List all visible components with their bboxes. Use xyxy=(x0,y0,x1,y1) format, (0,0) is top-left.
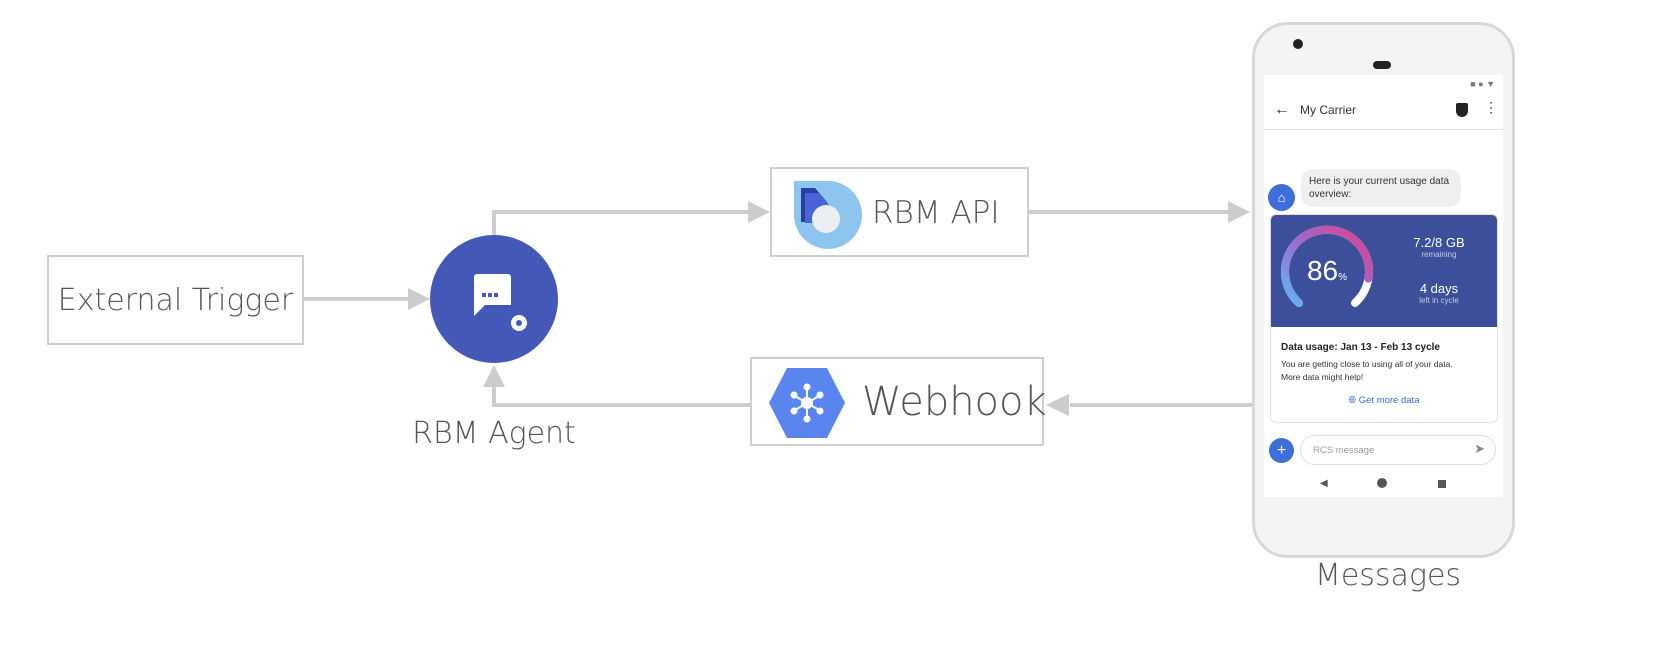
status-bar-icons: ■ ● ▼ xyxy=(1470,79,1495,89)
rich-card[interactable]: 86% 7.2/8 GB remaining 4 days left in cy… xyxy=(1270,214,1498,423)
card-text-1: You are getting close to using all of yo… xyxy=(1281,359,1453,369)
speaker xyxy=(1373,61,1391,69)
attach-plus-button[interactable]: + xyxy=(1269,438,1294,463)
rbm-agent-label: RBM Agent xyxy=(412,416,576,451)
gauge-value: 86% xyxy=(1277,255,1377,287)
conversation-title: My Carrier xyxy=(1300,103,1356,117)
agent-avatar: ⌂ xyxy=(1268,184,1295,211)
messages-label: Messages xyxy=(1314,558,1462,593)
data-remaining: 7.2/8 GB xyxy=(1413,235,1465,250)
days-left: 4 days xyxy=(1419,281,1459,296)
webhook-hexagon-icon xyxy=(769,368,845,438)
card-text-2: More data might help! xyxy=(1281,372,1364,382)
arrow-webhook-to-agent xyxy=(492,385,750,407)
card-media: 86% 7.2/8 GB remaining 4 days left in cy… xyxy=(1271,215,1497,327)
gauge-percent: 86 xyxy=(1306,255,1339,286)
nav-recents-icon[interactable] xyxy=(1438,480,1446,488)
chat-settings-icon xyxy=(468,274,527,331)
get-more-data-label: Get more data xyxy=(1358,395,1420,406)
card-title: Data usage: Jan 13 - Feb 13 cycle xyxy=(1281,342,1440,353)
external-trigger-label: External Trigger xyxy=(57,282,294,318)
rbm-api-logo-icon xyxy=(794,180,862,249)
rbm-agent-node xyxy=(430,235,558,363)
webhook-node: Webhook xyxy=(750,357,1047,446)
phone-screen: ■ ● ▼ ← My Carrier ⋮ ⌂ Here is your curr… xyxy=(1264,75,1503,497)
get-more-data-button[interactable]: 🌐︎ Get more data xyxy=(1271,395,1497,406)
message-input-placeholder: RCS message xyxy=(1313,445,1375,456)
camera xyxy=(1293,39,1303,49)
gauge-unit: % xyxy=(1338,272,1348,283)
webhook-label: Webhook xyxy=(862,379,1047,425)
verified-shield-icon xyxy=(1456,103,1468,117)
arrow-agent-to-api xyxy=(492,210,750,236)
phone-device: ■ ● ▼ ← My Carrier ⋮ ⌂ Here is your curr… xyxy=(1252,22,1515,558)
external-trigger-node: External Trigger xyxy=(47,255,304,345)
message-bubble: Here is your current usage data overview… xyxy=(1301,169,1461,207)
days-left-label: left in cycle xyxy=(1419,296,1459,305)
globe-icon: 🌐︎ xyxy=(1348,395,1357,406)
more-options-icon[interactable]: ⋮ xyxy=(1484,99,1498,115)
data-remaining-label: remaining xyxy=(1421,250,1457,259)
rbm-api-label: RBM API xyxy=(872,195,1000,231)
back-arrow-icon[interactable]: ← xyxy=(1274,101,1290,118)
message-input[interactable]: RCS message ➤ xyxy=(1300,435,1496,465)
rbm-api-node: RBM API xyxy=(770,167,1029,257)
send-icon[interactable]: ➤ xyxy=(1474,441,1485,456)
header-divider xyxy=(1264,129,1503,130)
nav-back-icon[interactable]: ◀ xyxy=(1320,478,1328,489)
usage-gauge xyxy=(1281,225,1373,307)
nav-home-icon[interactable] xyxy=(1377,478,1387,488)
